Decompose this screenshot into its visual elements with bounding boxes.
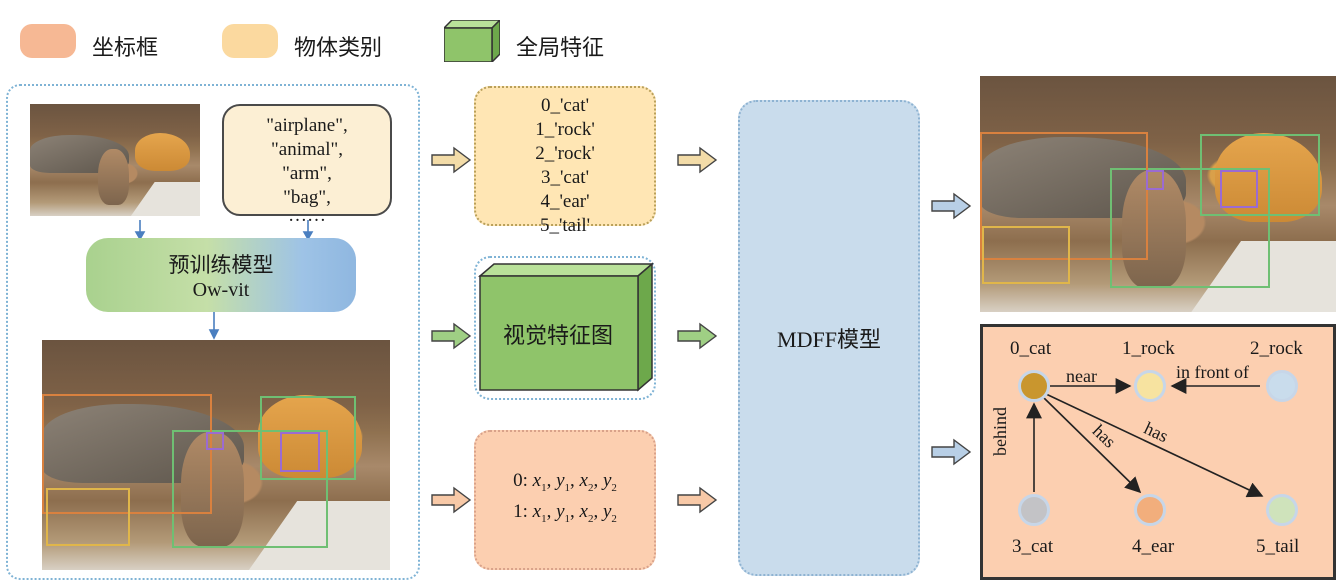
coord-row: 1: x1, y1, x2, y2: [513, 501, 617, 525]
graph-node-3-cat: [1018, 494, 1050, 526]
category-item: 5_'tail': [539, 215, 591, 236]
bbox-ear: [206, 432, 224, 450]
vocab-item: "arm",: [282, 163, 332, 184]
feature-map-cube-icon: [478, 262, 654, 392]
vocabulary-list: "airplane", "animal", "arm", "bag", ……: [222, 104, 392, 225]
bbox-tail: [1220, 170, 1258, 208]
arrow-to-feature-map: [431, 323, 471, 349]
edge-label-behind: behind: [990, 407, 1010, 456]
coord-term: x: [532, 501, 542, 522]
edge-label-near: near: [1066, 366, 1097, 386]
coord-sub: 2: [611, 482, 617, 494]
vocab-item: "airplane",: [266, 115, 348, 136]
bbox-cat-2: [1200, 134, 1320, 216]
node-label: 2_rock: [1250, 338, 1303, 359]
arrow-mdff-to-graph: [931, 439, 971, 465]
coord-sub: 1: [564, 482, 571, 494]
bbox-rock-2: [46, 488, 130, 546]
category-item: 4_'ear': [540, 191, 590, 212]
coord-sub: 1: [541, 482, 547, 494]
node-label: 3_cat: [1012, 536, 1054, 557]
node-label: 5_tail: [1256, 536, 1300, 557]
coord-sub: 2: [611, 512, 617, 525]
category-item: 0_'cat': [541, 95, 589, 116]
legend-swatch-bbox: [20, 24, 76, 58]
legend-label-category: 物体类别: [294, 36, 383, 61]
category-item: 2_'rock': [535, 143, 595, 164]
vocab-item: "animal",: [271, 139, 343, 160]
coordinate-list: 0: x1, y1, x2, y2 1: x1, y1, x2, y2: [474, 430, 656, 570]
scene-graph-edges: [1026, 378, 1264, 498]
bbox-cat: [1110, 168, 1270, 288]
legend-label-global: 全局特征: [516, 36, 605, 61]
node-label: 1_rock: [1122, 338, 1175, 359]
bbox-rock: [980, 132, 1148, 260]
coord-sub: 1: [564, 512, 571, 525]
category-item: 3_'cat': [541, 167, 589, 188]
coord-sub: 2: [587, 512, 594, 525]
legend-cube-icon: [444, 20, 500, 62]
coord-row: 0: x1, y1, x2, y2: [513, 470, 617, 494]
coord-sub: 1: [541, 512, 547, 525]
arrow-feature-map-to-mdff: [677, 323, 717, 349]
arrow-coords-to-mdff: [677, 487, 717, 513]
legend-swatch-category: [222, 24, 278, 58]
pretrained-model-title: 预训练模型: [168, 252, 274, 277]
edge-label-in-front-of: in front of: [1176, 362, 1249, 382]
legend-label-bbox: 坐标框: [92, 36, 159, 61]
bbox-cat: [172, 430, 328, 548]
coord-term: x: [579, 501, 588, 522]
category-list: 0_'cat' 1_'rock' 2_'rock' 3_'cat' 4_'ear…: [474, 86, 656, 236]
arrow-mdff-to-image: [931, 193, 971, 219]
edge-has-tail: [1045, 393, 1264, 498]
feature-map-panel: [474, 256, 656, 400]
graph-node-5-tail: [1266, 494, 1298, 526]
arrow-categories-to-mdff: [677, 147, 717, 173]
mdff-model: MDFF模型: [738, 100, 920, 576]
arrow-to-categories: [431, 147, 471, 173]
graph-node-4-ear: [1134, 494, 1166, 526]
coord-term: y: [602, 501, 612, 522]
bbox-ear: [1146, 170, 1164, 190]
pretrained-model: 预训练模型 Ow-vit: [86, 238, 356, 312]
bbox-tail: [280, 432, 320, 472]
graph-node-0-cat: [1018, 370, 1050, 402]
bbox-rock: [42, 394, 212, 514]
input-panel: [6, 84, 420, 580]
bbox-cat-2: [260, 396, 356, 480]
arrow-to-coords: [431, 487, 471, 513]
coord-term: x: [532, 470, 542, 492]
output-image: [980, 76, 1336, 312]
category-item: 1_'rock': [535, 119, 595, 140]
coord-term: x: [579, 470, 588, 492]
node-label: 4_ear: [1132, 536, 1175, 557]
detected-image: [42, 340, 390, 570]
feature-map-label: 视觉特征图: [502, 324, 613, 349]
scene-graph: [980, 324, 1336, 580]
edge-has-ear: [1043, 397, 1142, 494]
coord-term: y: [556, 501, 565, 522]
input-image: [30, 104, 200, 216]
vocab-item: ……: [288, 205, 326, 226]
mdff-label: MDFF模型: [777, 327, 881, 352]
flow-arrows-down: [134, 220, 314, 340]
coord-index: 0:: [513, 470, 528, 492]
pretrained-model-subtitle: Ow-vit: [192, 278, 250, 301]
graph-node-2-rock: [1266, 370, 1298, 402]
coord-sub: 2: [587, 482, 594, 494]
coord-index: 1:: [513, 501, 528, 522]
node-label: 0_cat: [1010, 338, 1052, 359]
vocab-item: "bag",: [283, 187, 331, 208]
coord-term: y: [602, 470, 612, 492]
bbox-rock-2: [982, 226, 1070, 284]
coord-term: y: [556, 470, 565, 492]
graph-node-1-rock: [1134, 370, 1166, 402]
